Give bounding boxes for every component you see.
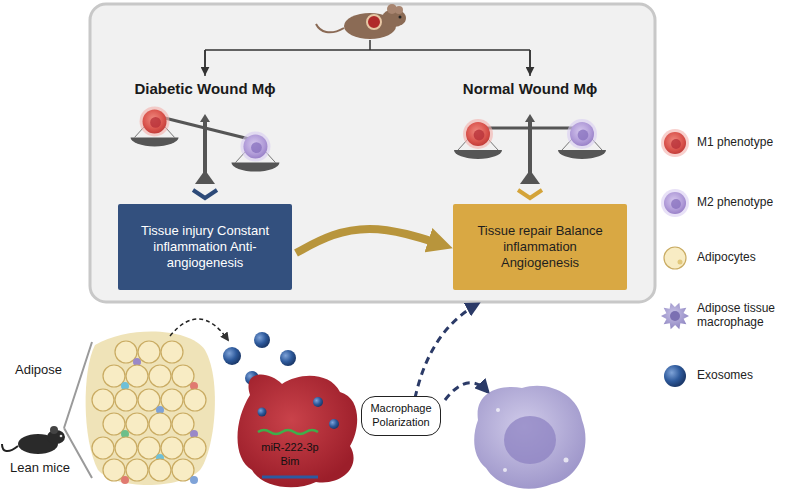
legend-text: Exosomes xyxy=(697,369,789,383)
node-text: Tissue repair Balance inflammation Angio… xyxy=(463,223,617,272)
process-box: Macrophage Polarization xyxy=(361,396,441,436)
group-heading: Normal Wound Mϕ xyxy=(463,80,597,97)
balance-scale xyxy=(454,114,606,184)
group-heading: Diabetic Wound Mϕ xyxy=(135,80,276,97)
node-text: Tissue injury Constant inflammation Anti… xyxy=(128,223,282,272)
legend-text: Adipose tissue macrophage xyxy=(697,302,789,330)
legend-text: M2 phenotype xyxy=(697,196,789,210)
legend-text: M1 phenotype xyxy=(697,136,789,150)
legend-text: Adipocytes xyxy=(697,251,789,265)
node-text: miR-222-3p xyxy=(261,441,318,455)
node-text: Bim xyxy=(281,455,300,469)
node-text: Macrophage Polarization xyxy=(367,402,435,430)
part-label: Lean mice xyxy=(10,460,70,475)
outcome-box: Tissue injury Constant inflammation Anti… xyxy=(118,204,292,290)
balance-scale xyxy=(131,106,280,184)
cell-label-group: miR-222-3pBim xyxy=(251,438,329,472)
flow-arrow xyxy=(296,229,443,253)
part-label: Adipose xyxy=(15,362,62,377)
adipose-tissue xyxy=(86,332,215,485)
outcome-box: Tissue repair Balance inflammation Angio… xyxy=(453,204,627,290)
